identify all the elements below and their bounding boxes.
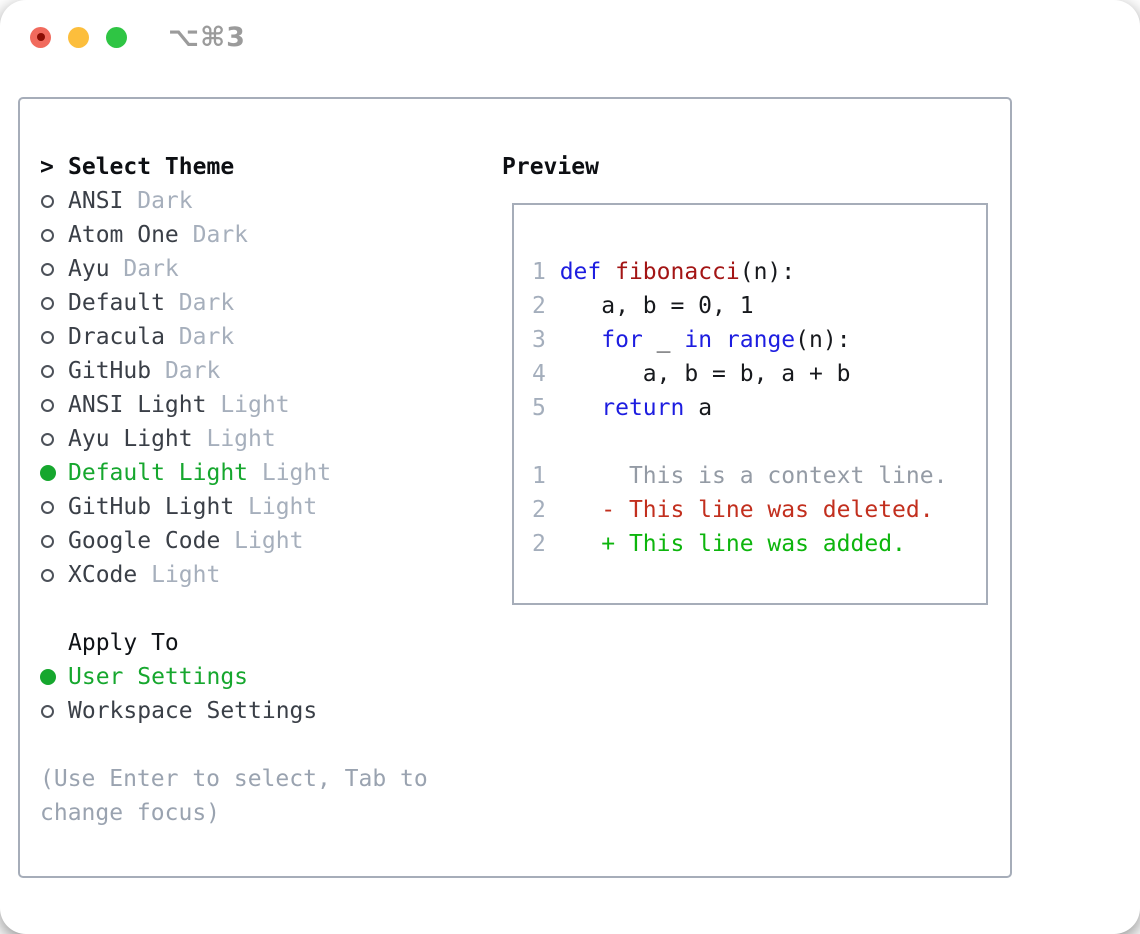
theme-option[interactable]: Ayu Light Light xyxy=(40,422,480,456)
theme-option[interactable]: Google Code Light xyxy=(40,524,480,558)
theme-option[interactable]: Ayu Dark xyxy=(40,252,480,286)
item-label: Ayu xyxy=(68,256,110,282)
keyboard-hint: (Use Enter to select, Tab to change focu… xyxy=(40,766,428,826)
theme-variant-label: Light xyxy=(220,528,304,554)
radio-unselected-icon[interactable] xyxy=(41,262,54,276)
theme-variant-label: Dark xyxy=(164,290,235,316)
preview-code-line: 4 a, b = b, a + b xyxy=(532,361,851,387)
theme-variant-label: Light xyxy=(192,426,276,452)
minimize-button-icon[interactable] xyxy=(68,26,89,48)
close-button-icon[interactable] xyxy=(30,26,51,48)
spacer xyxy=(40,592,480,626)
theme-variant-label: Light xyxy=(248,460,332,486)
item-label: XCode xyxy=(68,562,138,588)
preview-code-line xyxy=(532,425,986,459)
apply-to-header: Apply To xyxy=(40,626,480,660)
item-label: ANSI Light xyxy=(68,392,207,418)
theme-option[interactable]: GitHub Light Light xyxy=(40,490,480,524)
item-label: GitHub xyxy=(68,358,152,384)
theme-variant-label: Light xyxy=(206,392,290,418)
radio-unselected-icon[interactable] xyxy=(41,296,54,310)
preview-title: Preview xyxy=(502,154,599,180)
item-label: GitHub Light xyxy=(68,494,235,520)
radio-unselected-icon[interactable] xyxy=(41,364,54,378)
apply-to-title: Apply To xyxy=(68,630,179,656)
theme-variant-label: Dark xyxy=(178,222,249,248)
item-label: Atom One xyxy=(68,222,179,248)
theme-variant-label: Dark xyxy=(151,358,221,384)
theme-option[interactable]: Default Dark xyxy=(40,286,480,320)
item-label: Default Light xyxy=(68,460,249,486)
theme-variant-label: Light xyxy=(234,494,318,520)
item-label: Ayu Light xyxy=(68,426,193,452)
item-label: Workspace Settings xyxy=(68,698,318,724)
theme-variant-label: Dark xyxy=(164,324,235,350)
radio-unselected-icon[interactable] xyxy=(41,432,54,446)
preview-code-line: 5 return a xyxy=(532,395,713,421)
theme-option[interactable]: Default Light Light xyxy=(40,456,480,490)
preview-code-line: 1 This is a context line. xyxy=(532,463,948,489)
preview-code-line: 1 def fibonacci(n): xyxy=(532,259,796,285)
titlebar: ⌥⌘3 xyxy=(30,22,246,53)
zoom-button-icon[interactable] xyxy=(106,26,127,48)
code-preview: 1 def fibonacci(n): 2 a, b = 0, 1 3 for _ … xyxy=(514,205,986,561)
theme-option[interactable]: Dracula Dark xyxy=(40,320,480,354)
preview-code-line: 2 - This line was deleted. xyxy=(532,497,934,523)
item-label: Default xyxy=(68,290,165,316)
spacer xyxy=(40,728,480,762)
radio-selected-icon[interactable] xyxy=(40,465,56,481)
theme-option[interactable]: Atom One Dark xyxy=(40,218,480,252)
radio-selected-icon[interactable] xyxy=(40,669,56,685)
theme-variant-label: Dark xyxy=(123,188,193,214)
theme-option[interactable]: XCode Light xyxy=(40,558,480,592)
theme-option[interactable]: ANSI Light Light xyxy=(40,388,480,422)
preview-code-line: 2 a, b = 0, 1 xyxy=(532,293,754,319)
radio-unselected-icon[interactable] xyxy=(41,500,54,514)
radio-unselected-icon[interactable] xyxy=(41,194,54,208)
theme-variant-label: Dark xyxy=(109,256,179,282)
item-label: ANSI xyxy=(68,188,124,214)
item-label: Dracula xyxy=(68,324,165,350)
window-title: ⌥⌘3 xyxy=(168,21,246,53)
theme-option[interactable]: GitHub Dark xyxy=(40,354,480,388)
theme-variant-label: Light xyxy=(137,562,221,588)
radio-unselected-icon[interactable] xyxy=(41,228,54,242)
radio-unselected-icon[interactable] xyxy=(41,330,54,344)
apply-to-option[interactable]: Workspace Settings xyxy=(40,694,480,728)
preview-pane: 1 def fibonacci(n): 2 a, b = 0, 1 3 for _ … xyxy=(512,203,988,605)
select-theme-header: > Select Theme xyxy=(40,150,480,184)
select-theme-title: Select Theme xyxy=(68,154,235,180)
theme-option[interactable]: ANSI Dark xyxy=(40,184,480,218)
radio-unselected-icon[interactable] xyxy=(41,398,54,412)
item-label: User Settings xyxy=(68,664,249,690)
preview-code-line: 2 + This line was added. xyxy=(532,531,906,557)
radio-unselected-icon[interactable] xyxy=(41,568,54,582)
radio-unselected-icon[interactable] xyxy=(41,704,54,718)
focus-caret-icon: > xyxy=(40,154,54,180)
preview-code-line: 3 for _ in range(n): xyxy=(532,327,851,353)
apply-to-option[interactable]: User Settings xyxy=(40,660,480,694)
radio-unselected-icon[interactable] xyxy=(41,534,54,548)
item-label: Google Code xyxy=(68,528,221,554)
